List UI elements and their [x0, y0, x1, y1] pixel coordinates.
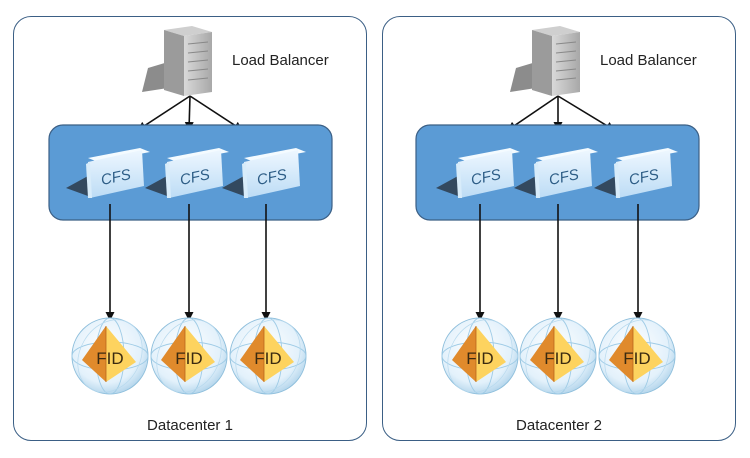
cfs-label: CFS — [99, 166, 132, 189]
fid-label: FID — [623, 349, 650, 368]
fid-node: FID — [441, 317, 519, 395]
lb-to-cfs-arrow — [507, 95, 559, 131]
server-icon — [142, 26, 212, 96]
datacenter-2-graphics: CFS CFS CFS FID FID FID — [415, 26, 700, 395]
cfs-node: CFS — [514, 148, 598, 198]
cfs-label: CFS — [469, 166, 502, 189]
cfs-node: CFS — [594, 148, 678, 198]
load-balancer-label-1: Load Balancer — [232, 52, 329, 69]
fid-node: FID — [598, 317, 676, 395]
cfs-node: CFS — [145, 148, 229, 198]
cfs-node: CFS — [222, 148, 306, 198]
cfs-node: CFS — [66, 148, 150, 198]
fid-node: FID — [71, 317, 149, 395]
cfs-label: CFS — [627, 166, 660, 189]
fid-label: FID — [96, 349, 123, 368]
fid-node: FID — [519, 317, 597, 395]
lb-to-cfs-arrow — [184, 95, 194, 131]
fid-label: FID — [544, 349, 571, 368]
cfs-node: CFS — [436, 148, 520, 198]
fid-label: FID — [466, 349, 493, 368]
datacenter-1-caption: Datacenter 1 — [147, 417, 233, 434]
datacenter-2-caption: Datacenter 2 — [516, 417, 602, 434]
lb-to-cfs-arrow — [137, 95, 191, 131]
cfs-label: CFS — [255, 166, 288, 189]
datacenter-1-graphics: CFS CFS CFS FID FID FID — [48, 26, 333, 395]
lb-to-cfs-arrow — [557, 95, 615, 131]
fid-label: FID — [175, 349, 202, 368]
server-icon — [510, 26, 580, 96]
lb-to-cfs-arrow — [189, 95, 243, 131]
fid-node: FID — [229, 317, 307, 395]
cfs-label: CFS — [178, 166, 211, 189]
load-balancer-label-2: Load Balancer — [600, 52, 697, 69]
fid-label: FID — [254, 349, 281, 368]
fid-node: FID — [150, 317, 228, 395]
cfs-label: CFS — [547, 166, 580, 189]
